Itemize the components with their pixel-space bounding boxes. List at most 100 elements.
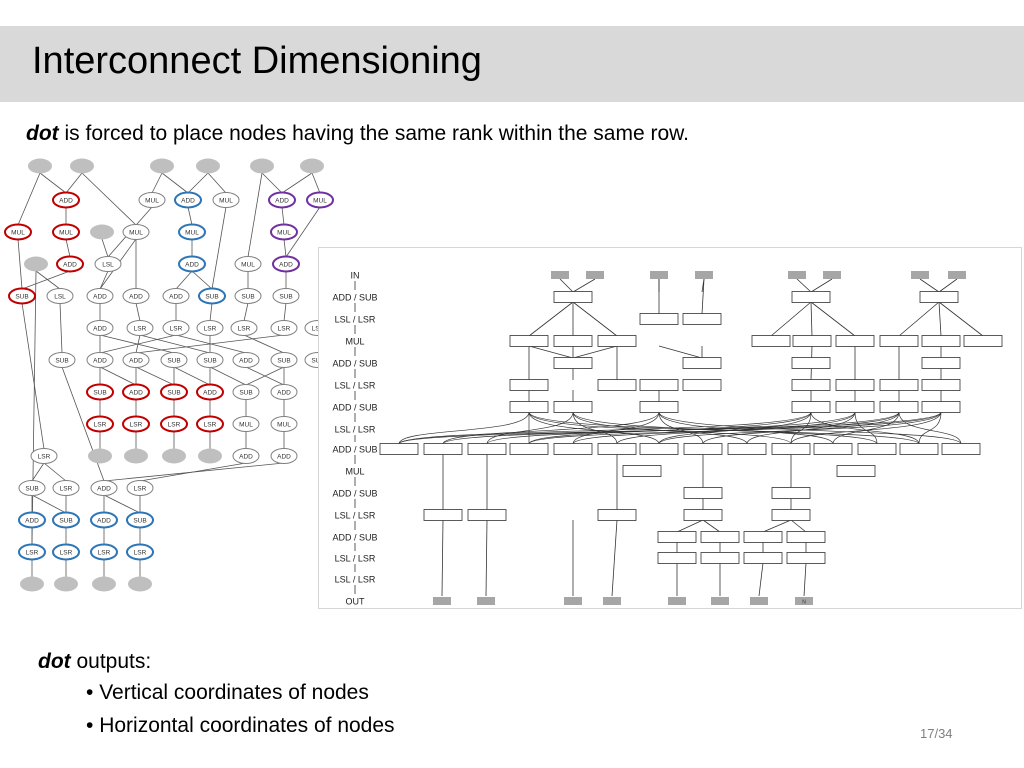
left-edge xyxy=(283,238,287,258)
svg-text:LSR: LSR xyxy=(168,422,181,429)
node-sub: SUB xyxy=(160,383,188,401)
left-edge xyxy=(283,302,287,322)
layout-node xyxy=(683,509,723,521)
left-edge xyxy=(59,302,63,354)
node-sub: SUB xyxy=(52,511,80,529)
left-edge xyxy=(135,302,141,322)
svg-text:SUB: SUB xyxy=(167,358,180,365)
right-edge xyxy=(790,519,807,533)
node-lsr: LSR xyxy=(18,543,46,561)
left-edge xyxy=(99,334,177,354)
svg-text:ADD: ADD xyxy=(129,294,143,301)
output-node xyxy=(711,597,729,605)
layout-node xyxy=(919,291,959,303)
svg-text:ADD: ADD xyxy=(239,454,253,461)
layout-node xyxy=(963,335,1003,347)
svg-text:SUB: SUB xyxy=(15,294,28,301)
left-edge xyxy=(311,172,321,194)
node-lsr: LSR xyxy=(126,543,154,561)
node-lsr: LSR xyxy=(90,543,118,561)
node-add: ADD xyxy=(162,288,190,304)
output-node xyxy=(433,597,451,605)
right-edge xyxy=(803,562,807,597)
svg-text:MUL: MUL xyxy=(277,422,291,429)
node-sub: SUB xyxy=(232,384,260,400)
right-graph-nodes: N xyxy=(379,271,1003,606)
input-node xyxy=(911,271,929,279)
node-lsr: LSR xyxy=(270,320,298,336)
layout-node xyxy=(467,509,507,521)
node-lsr: LSR xyxy=(160,415,188,433)
layout-node xyxy=(597,509,637,521)
node-add: ADD xyxy=(90,480,118,496)
svg-text:ADD: ADD xyxy=(129,358,143,365)
svg-text:ADD: ADD xyxy=(279,262,293,269)
svg-text:SUB: SUB xyxy=(279,294,292,301)
output-node xyxy=(564,597,582,605)
right-edge xyxy=(702,519,721,533)
left-edge xyxy=(209,302,213,322)
left-edge xyxy=(281,172,313,194)
left-edge xyxy=(31,270,37,546)
right-edge xyxy=(701,278,705,315)
layout-node xyxy=(553,401,593,413)
rank-label: LSL / LSR xyxy=(335,315,376,325)
layout-node xyxy=(791,357,831,369)
layout-node xyxy=(423,509,463,521)
title-bar: Interconnect Dimensioning xyxy=(0,26,1024,102)
node-sub: SUB xyxy=(8,287,36,305)
layout-node xyxy=(379,443,419,455)
layout-node xyxy=(700,531,740,543)
layout-node xyxy=(791,379,831,391)
rank-label: ADD / SUB xyxy=(332,359,377,369)
layout-node xyxy=(786,552,826,564)
layout-node xyxy=(639,401,679,413)
page-number: 17/34 xyxy=(920,726,953,741)
left-edge xyxy=(247,172,263,258)
layout-node xyxy=(771,509,811,521)
layout-node xyxy=(921,357,961,369)
svg-text:MUL: MUL xyxy=(239,422,253,429)
rank-label: ADD / SUB xyxy=(332,403,377,413)
subtitle: dot is forced to place nodes having the … xyxy=(26,122,689,146)
right-edge xyxy=(559,278,574,293)
outputs-heading: dot outputs: xyxy=(38,650,151,674)
left-edge xyxy=(173,366,211,386)
node-add: ADD xyxy=(86,288,114,304)
layout-node xyxy=(682,379,722,391)
node-sub: SUB xyxy=(18,480,46,496)
svg-text:MUL: MUL xyxy=(145,198,159,205)
layout-node xyxy=(836,465,876,477)
dot-keyword-2: dot xyxy=(38,650,71,673)
right-edge xyxy=(441,519,444,597)
svg-text:SUB: SUB xyxy=(205,294,218,301)
node-sub: SUB xyxy=(196,352,224,368)
node-lsr: LSR xyxy=(196,320,224,336)
node-add: ADD xyxy=(196,383,224,401)
node-io xyxy=(198,448,222,464)
right-edge xyxy=(810,301,813,337)
svg-text:SUB: SUB xyxy=(59,518,72,525)
layout-node xyxy=(509,335,549,347)
node-sub: SUB xyxy=(126,511,154,529)
output-marker: N xyxy=(802,600,806,606)
left-edge xyxy=(281,206,285,226)
node-mul: MUL xyxy=(212,192,240,208)
svg-text:LSR: LSR xyxy=(238,326,251,333)
layout-node xyxy=(835,379,875,391)
rank-label: LSL / LSR xyxy=(335,575,376,585)
svg-text:LSR: LSR xyxy=(204,422,217,429)
bullet-horizontal: Horizontal coordinates of nodes xyxy=(86,714,394,747)
left-edge xyxy=(243,302,249,322)
right-edge xyxy=(676,519,704,533)
node-mul: MUL xyxy=(270,416,298,432)
subtitle-text: is forced to place nodes having the same… xyxy=(58,122,689,145)
node-add: ADD xyxy=(122,352,150,368)
svg-text:MUL: MUL xyxy=(129,230,143,237)
rank-label: MUL xyxy=(345,467,364,477)
left-edge xyxy=(99,270,109,290)
node-io xyxy=(24,256,48,272)
node-add: ADD xyxy=(178,255,206,273)
